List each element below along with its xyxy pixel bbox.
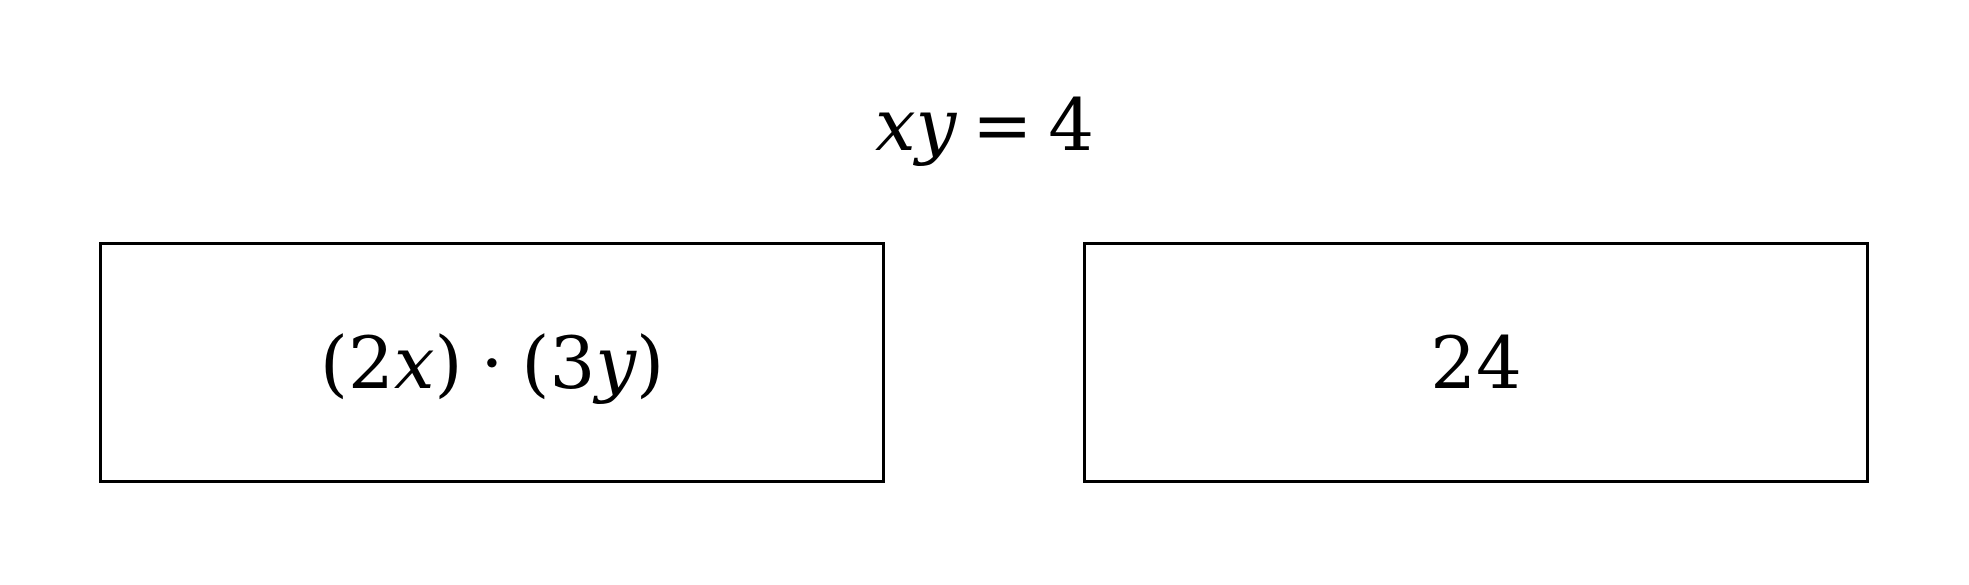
coefficient-2: 2 xyxy=(348,320,394,405)
open-paren-1: ( xyxy=(319,320,348,405)
expression-box: (2x)·(3y) xyxy=(99,242,885,483)
open-paren-2: ( xyxy=(521,320,550,405)
equation-var-y: y xyxy=(915,83,957,167)
close-paren-1: ) xyxy=(434,320,463,405)
expression-content: (2x)·(3y) xyxy=(320,321,664,405)
equation-rhs-value: 4 xyxy=(1048,83,1095,167)
equation-equals-sign: = xyxy=(972,83,1033,167)
given-equation: xy=4 xyxy=(0,80,1969,170)
value-box: 24 xyxy=(1083,242,1869,483)
variable-y: y xyxy=(595,320,636,405)
variable-x: x xyxy=(393,320,435,405)
multiplication-dot: · xyxy=(480,320,504,405)
coefficient-3: 3 xyxy=(549,320,596,405)
equation-var-x: x xyxy=(874,83,916,167)
close-paren-2: ) xyxy=(636,320,665,405)
value-24: 24 xyxy=(1430,320,1522,405)
